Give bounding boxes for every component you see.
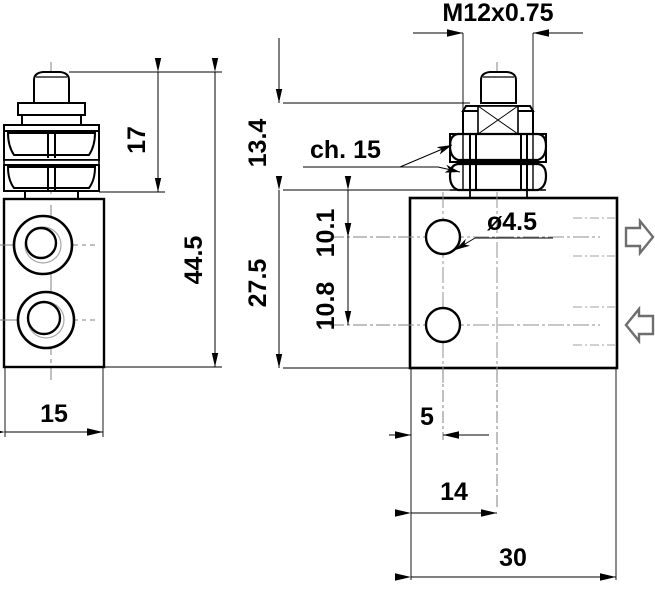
- upper-hex-nut: [3, 124, 100, 161]
- dimension-44-5: 44.5: [180, 58, 219, 367]
- upper-hex-nut-side: [448, 132, 548, 163]
- front-view-dimensions: 17 44.5 15: [0, 58, 222, 437]
- hex-size-label: ch. 15: [310, 136, 381, 164]
- inlet-arrow: [624, 305, 655, 345]
- upper-port: [0, 205, 95, 288]
- hole-diameter-label: ø4.5: [487, 208, 537, 236]
- dimension-5: 5: [389, 403, 489, 439]
- lower-port: [0, 277, 95, 364]
- actuator-stem-side: [480, 71, 517, 104]
- upper-hole: [424, 218, 462, 256]
- dimension-15-label: 15: [40, 400, 68, 428]
- thread-dimension: M12x0.75: [413, 0, 583, 112]
- dimension-44-5-label: 44.5: [180, 236, 208, 285]
- side-view-vertical-dimensions: 13.4 27.5 10.1 10.8: [244, 38, 470, 369]
- side-view: ø4.5: [398, 62, 655, 384]
- thread-spec-label: M12x0.75: [442, 0, 553, 27]
- dimension-10-1: 10.1: [312, 176, 352, 258]
- dimension-13-4: 13.4: [244, 38, 283, 168]
- dimension-17-label: 17: [123, 126, 151, 154]
- dimension-30: 30: [395, 544, 616, 581]
- dimension-5-label: 5: [420, 403, 434, 431]
- threaded-neck: [4, 190, 99, 199]
- hex-size-callout: ch. 15: [303, 136, 461, 173]
- hex-head-side: [461, 105, 535, 135]
- actuator-stem: [33, 71, 70, 104]
- dimension-10-1-label: 10.1: [312, 209, 340, 258]
- dimension-10-8: 10.8: [312, 223, 352, 331]
- dimension-27-5: 27.5: [244, 176, 283, 368]
- dimension-27-5-label: 27.5: [244, 259, 272, 308]
- front-view: [0, 62, 106, 380]
- outlet-arrow: [624, 217, 655, 257]
- lower-hex-nut-side: [448, 162, 548, 192]
- threaded-neck-side: [450, 189, 546, 198]
- dimension-10-8-label: 10.8: [312, 282, 340, 331]
- lower-hole: [424, 306, 462, 344]
- dimension-30-label: 30: [499, 544, 527, 572]
- dimension-17: 17: [123, 58, 162, 192]
- dimension-13-4-label: 13.4: [244, 119, 272, 168]
- side-view-horizontal-dimensions: 5 14 30: [389, 369, 617, 581]
- dimension-14: 14: [395, 478, 497, 517]
- dimension-14-label: 14: [440, 478, 468, 506]
- dimension-15: 15: [0, 368, 104, 437]
- hole-diameter-callout: ø4.5: [454, 208, 553, 251]
- lower-hex-nut: [3, 159, 100, 192]
- internal-passages: [573, 217, 616, 346]
